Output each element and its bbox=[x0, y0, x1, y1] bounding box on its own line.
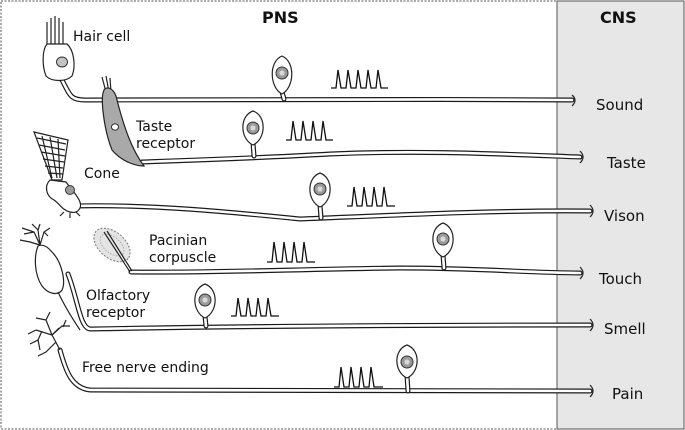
label-pacinian-line1: Pacinian bbox=[149, 233, 207, 249]
ganglion-cell-pain bbox=[396, 344, 418, 379]
spike-train-sound bbox=[331, 69, 388, 89]
pacinian-corpuscle bbox=[93, 227, 133, 273]
cns-header: CNS bbox=[600, 8, 637, 27]
label-free-nerve-ending: Free nerve ending bbox=[82, 360, 209, 376]
destination-smell: Smell bbox=[604, 320, 646, 338]
spike-train-smell bbox=[231, 297, 279, 317]
spike-train-taste bbox=[286, 120, 333, 141]
cns-panel bbox=[556, 0, 685, 430]
label-taste-receptor-line1: Taste bbox=[135, 119, 172, 135]
label-hair-cell: Hair cell bbox=[73, 29, 130, 45]
ganglion-cell-taste bbox=[242, 110, 264, 146]
taste-receptor-cell bbox=[101, 75, 146, 167]
hair-cell-receptor bbox=[42, 16, 75, 82]
free-nerve-ending bbox=[27, 311, 70, 357]
fiber-sound bbox=[59, 77, 576, 107]
label-taste-receptor-line2: receptor bbox=[136, 136, 195, 152]
destination-sound: Sound bbox=[596, 96, 643, 114]
ganglion-cell-vision bbox=[309, 172, 331, 208]
destination-pain: Pain bbox=[612, 385, 643, 403]
label-pacinian-line2: corpuscle bbox=[149, 250, 216, 266]
destination-touch: Touch bbox=[598, 270, 642, 288]
spike-train-pain bbox=[334, 366, 383, 388]
cone-photoreceptor bbox=[33, 131, 82, 218]
olfactory-receptor-cell bbox=[19, 223, 81, 331]
destination-vision: Vison bbox=[604, 207, 645, 225]
destination-taste: Taste bbox=[606, 154, 646, 172]
ganglion-cell-touch bbox=[432, 222, 454, 258]
spike-train-vision bbox=[347, 186, 395, 207]
fiber-vision bbox=[69, 202, 594, 222]
ganglion-cell-smell bbox=[194, 283, 216, 319]
label-olfactory-line2: receptor bbox=[86, 305, 145, 321]
ganglion-cell-sound bbox=[271, 55, 293, 95]
label-cone: Cone bbox=[84, 166, 120, 182]
label-olfactory-line1: Olfactory bbox=[86, 288, 150, 304]
spike-train-touch bbox=[267, 241, 315, 263]
pns-header: PNS bbox=[262, 8, 299, 27]
